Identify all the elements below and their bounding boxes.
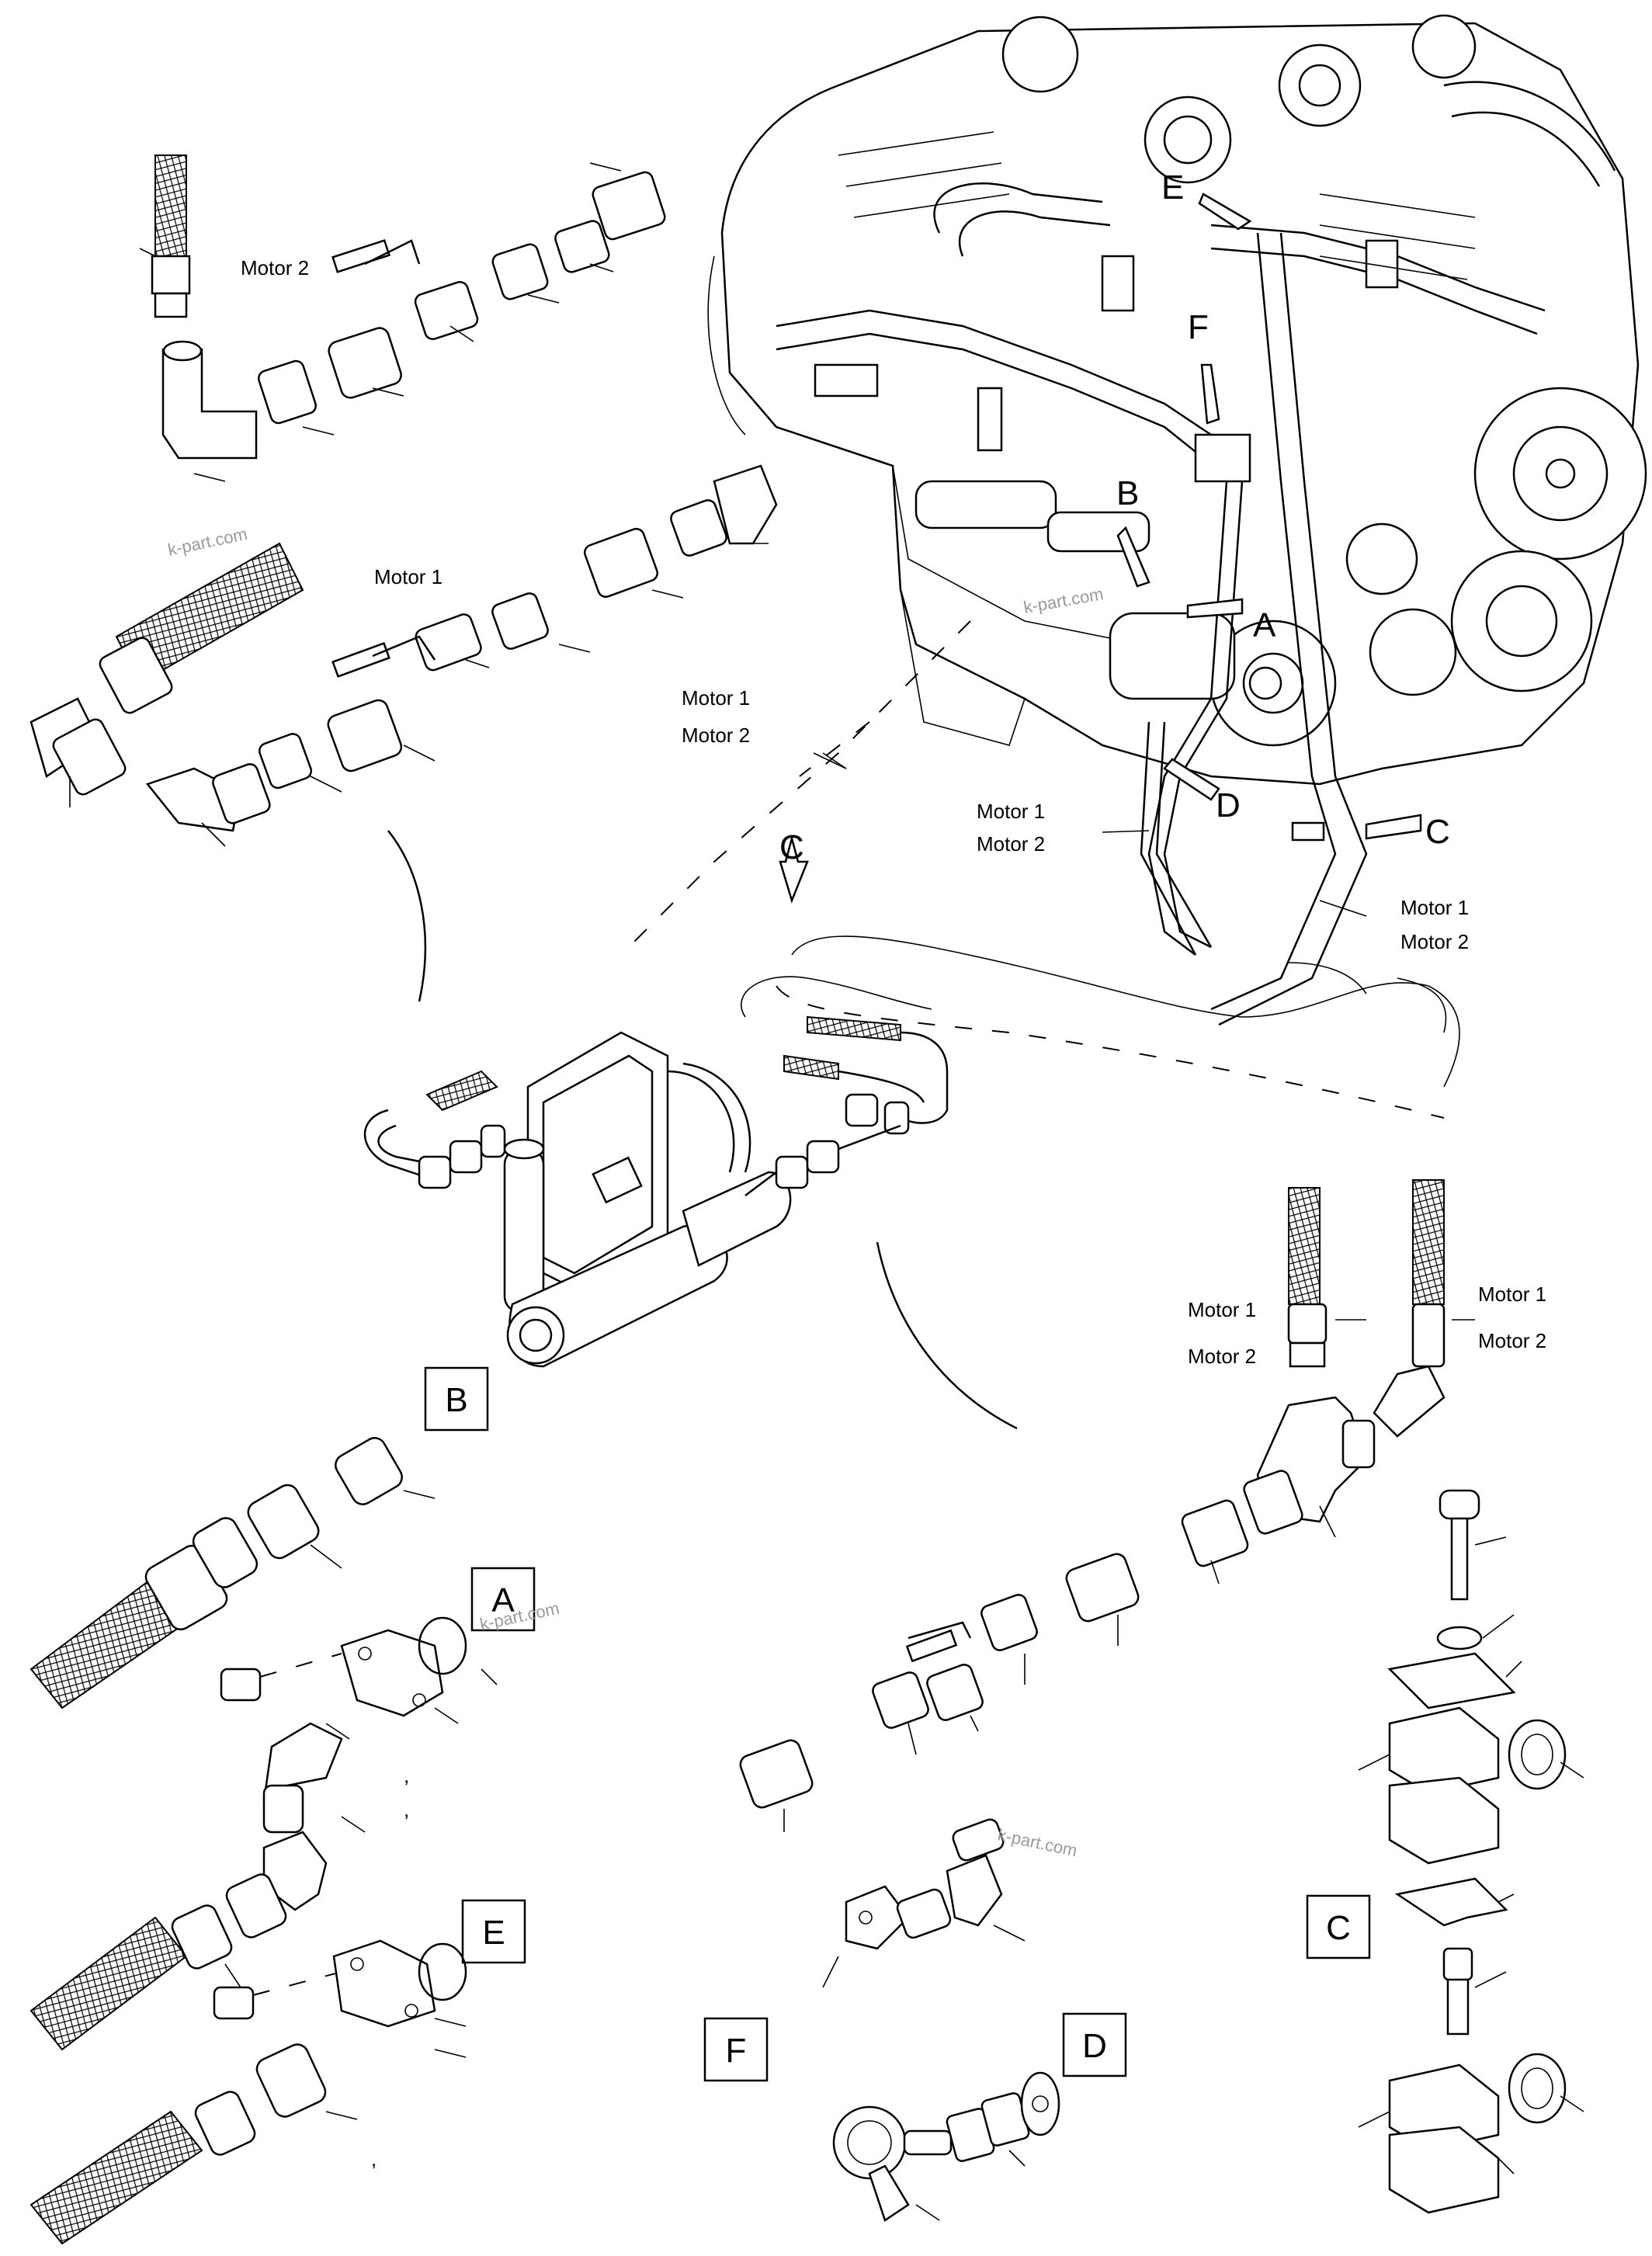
- engine-callout-B: B: [1116, 474, 1139, 512]
- engine-callout-D: D: [1216, 786, 1241, 824]
- callout-box-C: C: [1306, 1894, 1371, 1959]
- label-motor1-center: Motor 1: [682, 686, 750, 710]
- label-motor2-topleft: Motor 2: [241, 256, 309, 279]
- callout-box-D: D: [1062, 2012, 1127, 2077]
- watermark-4: k-part.com: [1022, 584, 1105, 617]
- comma-2: ,: [404, 1798, 409, 1821]
- label-motor1-hose: Motor 1: [977, 800, 1045, 823]
- svg-text:F: F: [726, 2032, 747, 2070]
- svg-text:B: B: [445, 1381, 467, 1419]
- label-motor2-center: Motor 2: [682, 724, 750, 747]
- watermark-3: k-part.com: [996, 1824, 1079, 1860]
- motor2-fitting-group: [139, 154, 666, 482]
- detail-D-valve: [832, 2071, 1060, 2222]
- swoosh-right: [876, 1241, 1018, 1430]
- detail-C-clamp: [1358, 1489, 1584, 2214]
- cooler-unit: [503, 1031, 792, 1368]
- callout-box-E: E: [461, 1899, 526, 1964]
- detail-E-fittings: [30, 1939, 467, 2245]
- engine-hose: [1140, 232, 1368, 1026]
- svg-text:E: E: [482, 1914, 505, 1952]
- engine-callout-C: C: [1425, 813, 1450, 851]
- watermark-1: k-part.com: [166, 524, 249, 560]
- engine-callout-arrows: [779, 193, 1422, 904]
- cooler-hoses: [363, 1015, 949, 1196]
- callout-box-B: B: [424, 1366, 489, 1432]
- detail-A-fittings: [30, 1616, 498, 2051]
- routing-lines: [620, 620, 1460, 1119]
- motor1-fitting-group: [30, 464, 778, 847]
- svg-text:A: A: [491, 1581, 515, 1619]
- engine-callout-F: F: [1188, 308, 1209, 346]
- engine-callout-A: A: [1253, 606, 1276, 644]
- svg-text:D: D: [1082, 2027, 1107, 2065]
- comma-3: ,: [371, 2147, 377, 2171]
- comma-1: ,: [404, 1764, 409, 1787]
- svg-text:C: C: [1326, 1909, 1351, 1947]
- path-callout-C: C: [779, 828, 804, 866]
- callout-box-F: F: [703, 2017, 769, 2082]
- label-motor2-right: Motor 2: [1400, 930, 1469, 953]
- label-motor1-tee-left: Motor 1: [1188, 1298, 1256, 1321]
- label-motor2-tee-left: Motor 2: [1188, 1345, 1256, 1368]
- detail-F-valve: [822, 1818, 1026, 1988]
- engine-callout-E: E: [1161, 168, 1184, 207]
- label-motor1-right: Motor 1: [1400, 896, 1469, 919]
- label-motor1-topleft: Motor 1: [374, 565, 442, 588]
- swoosh-left: [387, 830, 427, 1002]
- detail-tee-fittings: [739, 1179, 1475, 1832]
- label-motor2-hose: Motor 2: [977, 832, 1045, 856]
- label-motor2-tee-right: Motor 2: [1478, 1329, 1546, 1352]
- detail-B-fittings: [30, 1437, 436, 1709]
- label-motor1-tee-right: Motor 1: [1478, 1282, 1546, 1306]
- engine-illustration: [707, 14, 1647, 786]
- callout-box-A: A: [470, 1567, 536, 1632]
